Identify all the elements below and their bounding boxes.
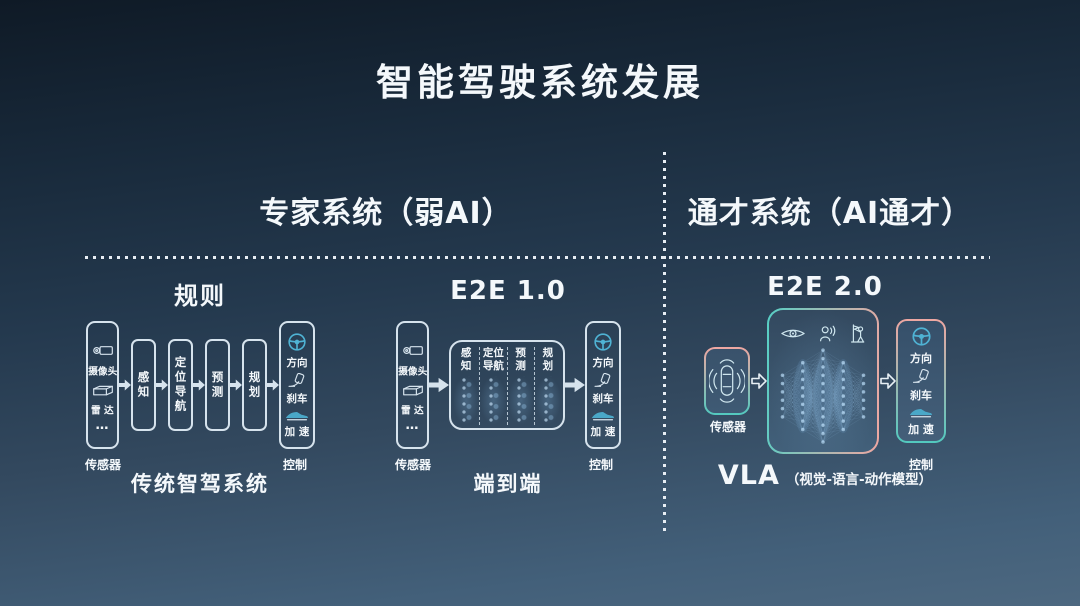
direction-label: 方向 <box>592 356 614 369</box>
stage-box-localization: 定位导航 <box>168 339 193 431</box>
radar-label: 雷 达 <box>401 404 424 416</box>
vla-sub-label: （视觉-语言-动作模型） <box>785 472 933 488</box>
diagram-e2e1: E2E 1.0 摄像头 雷 达 … 感知 <box>395 276 621 504</box>
neural-dots <box>453 376 480 425</box>
diagram-rules-header: 规则 <box>174 282 226 310</box>
network-column-planning: 规划 <box>534 347 561 425</box>
steering-wheel-icon <box>911 326 931 346</box>
network-column-perception: 感知 <box>453 347 481 425</box>
diagram-rules: 规则 摄像头 雷 达 … 感知 定位导航 预测 规 <box>85 276 315 504</box>
column-label: 预测 <box>515 347 526 373</box>
sensor-caption: 传感器 <box>394 458 431 472</box>
direction-label: 方向 <box>910 351 932 365</box>
neural-dots <box>534 376 561 425</box>
column-label: 定位导航 <box>482 347 504 373</box>
rules-pipeline-row: 摄像头 雷 达 … 感知 定位导航 预测 规划 <box>86 320 315 450</box>
vla-model-box <box>767 308 879 454</box>
ellipsis-label: … <box>95 417 110 433</box>
brake-label: 刹车 <box>910 388 932 402</box>
accelerate-label: 加 速 <box>590 425 616 438</box>
language-speaker-icon <box>820 325 836 341</box>
accelerate-label: 加 速 <box>284 425 310 438</box>
stage-box-prediction: 预测 <box>205 339 230 431</box>
network-column-localization: 定位导航 <box>480 347 508 425</box>
camera-label: 摄像头 <box>398 365 427 377</box>
control-box: 方向 刹车 加 速 <box>585 321 621 449</box>
brake-label: 刹车 <box>286 392 308 405</box>
brake-pedal-icon <box>912 368 929 383</box>
network-column-prediction: 预测 <box>507 347 535 425</box>
control-box: 方向 刹车 加 速 <box>279 321 315 449</box>
vla-network <box>780 348 866 444</box>
section-header-expert-system: 专家系统（弱AI） <box>259 196 513 231</box>
direction-label: 方向 <box>286 356 308 369</box>
neural-dots <box>480 376 507 425</box>
sensor-caption: 传感器 <box>709 420 746 434</box>
flow-arrow-icon <box>193 379 205 391</box>
diagram-e2e1-header: E2E 1.0 <box>450 276 566 306</box>
radar-icon <box>92 385 113 395</box>
vertical-dotted-divider <box>663 152 666 533</box>
page-title: 智能驾驶系统发展 <box>376 61 704 104</box>
diagram-e2e2-header: E2E 2.0 <box>767 272 883 302</box>
car-top-sensor-icon <box>709 359 745 403</box>
sensor-box <box>704 347 750 415</box>
diagram-e2e2: E2E 2.0 <box>704 272 946 510</box>
sensor-caption: 传感器 <box>84 458 121 472</box>
section-header-generalist-system: 通才系统（AI通才） <box>687 196 973 231</box>
flow-arrow-icon <box>267 379 279 391</box>
camera-icon <box>402 345 423 355</box>
e2e2-pipeline-row: 方向 刹车 加 速 <box>704 308 946 454</box>
brake-pedal-icon <box>288 372 305 387</box>
e2e1-network-box: 感知 定位导航 预测 规划 <box>449 340 565 430</box>
brake-pedal-icon <box>594 372 611 387</box>
flow-arrow-icon <box>156 379 168 391</box>
vision-eye-icon <box>780 329 805 337</box>
car-icon <box>591 411 615 420</box>
camera-label: 摄像头 <box>88 365 117 377</box>
flow-arrow-icon <box>230 379 242 391</box>
steering-wheel-icon <box>594 332 612 351</box>
flow-arrow-icon <box>565 377 585 393</box>
hollow-arrow-icon <box>750 373 767 389</box>
e2e1-pipeline-row: 摄像头 雷 达 … 感知 定位导航 预测 <box>396 320 621 450</box>
hollow-arrow-icon <box>879 373 896 389</box>
diagram-e2e1-caption: 端到端 <box>473 472 543 496</box>
neural-dots <box>507 376 534 425</box>
ellipsis-label: … <box>405 417 420 433</box>
camera-icon <box>92 345 113 355</box>
radar-icon <box>402 385 423 395</box>
steering-wheel-icon <box>288 332 306 351</box>
control-caption: 控制 <box>908 458 933 472</box>
horizontal-dotted-divider <box>85 256 990 259</box>
action-figure-icon <box>851 324 865 343</box>
brake-label: 刹车 <box>592 392 614 405</box>
radar-label: 雷 达 <box>91 404 114 416</box>
vla-label: VLA <box>717 460 780 491</box>
control-caption: 控制 <box>282 458 307 472</box>
column-label: 感知 <box>460 347 472 373</box>
control-box: 方向 刹车 加 速 <box>896 319 946 443</box>
sensor-box: 摄像头 雷 达 … <box>396 321 429 449</box>
control-caption: 控制 <box>588 458 613 472</box>
car-icon <box>285 411 309 420</box>
diagram-rules-caption: 传统智驾系统 <box>131 472 269 496</box>
diagram-e2e2-caption: VLA （视觉-语言-动作模型） <box>704 460 946 491</box>
modality-icons-row <box>774 320 872 346</box>
flow-arrow-icon <box>429 377 449 393</box>
sensor-box: 摄像头 雷 达 … <box>86 321 119 449</box>
column-label: 规划 <box>542 347 554 373</box>
accelerate-label: 加 速 <box>908 422 934 436</box>
car-icon <box>909 408 933 417</box>
flow-arrow-icon <box>119 379 131 391</box>
stage-box-perception: 感知 <box>131 339 156 431</box>
stage-box-planning: 规划 <box>242 339 267 431</box>
